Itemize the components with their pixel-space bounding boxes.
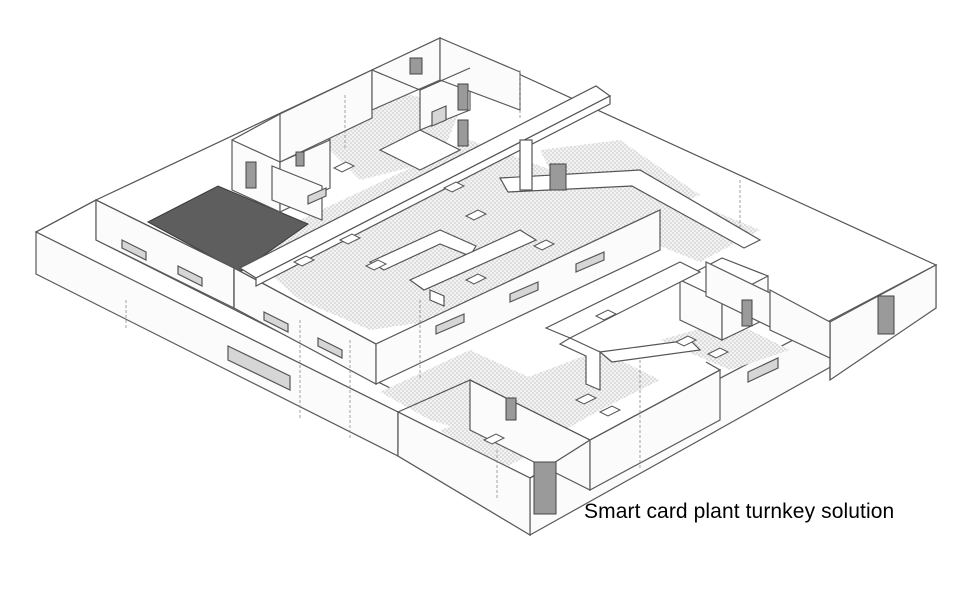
diffusers <box>292 161 730 445</box>
doors <box>245 57 895 515</box>
diagram-caption: Smart card plant turnkey solution <box>584 500 895 523</box>
windows <box>121 105 779 391</box>
